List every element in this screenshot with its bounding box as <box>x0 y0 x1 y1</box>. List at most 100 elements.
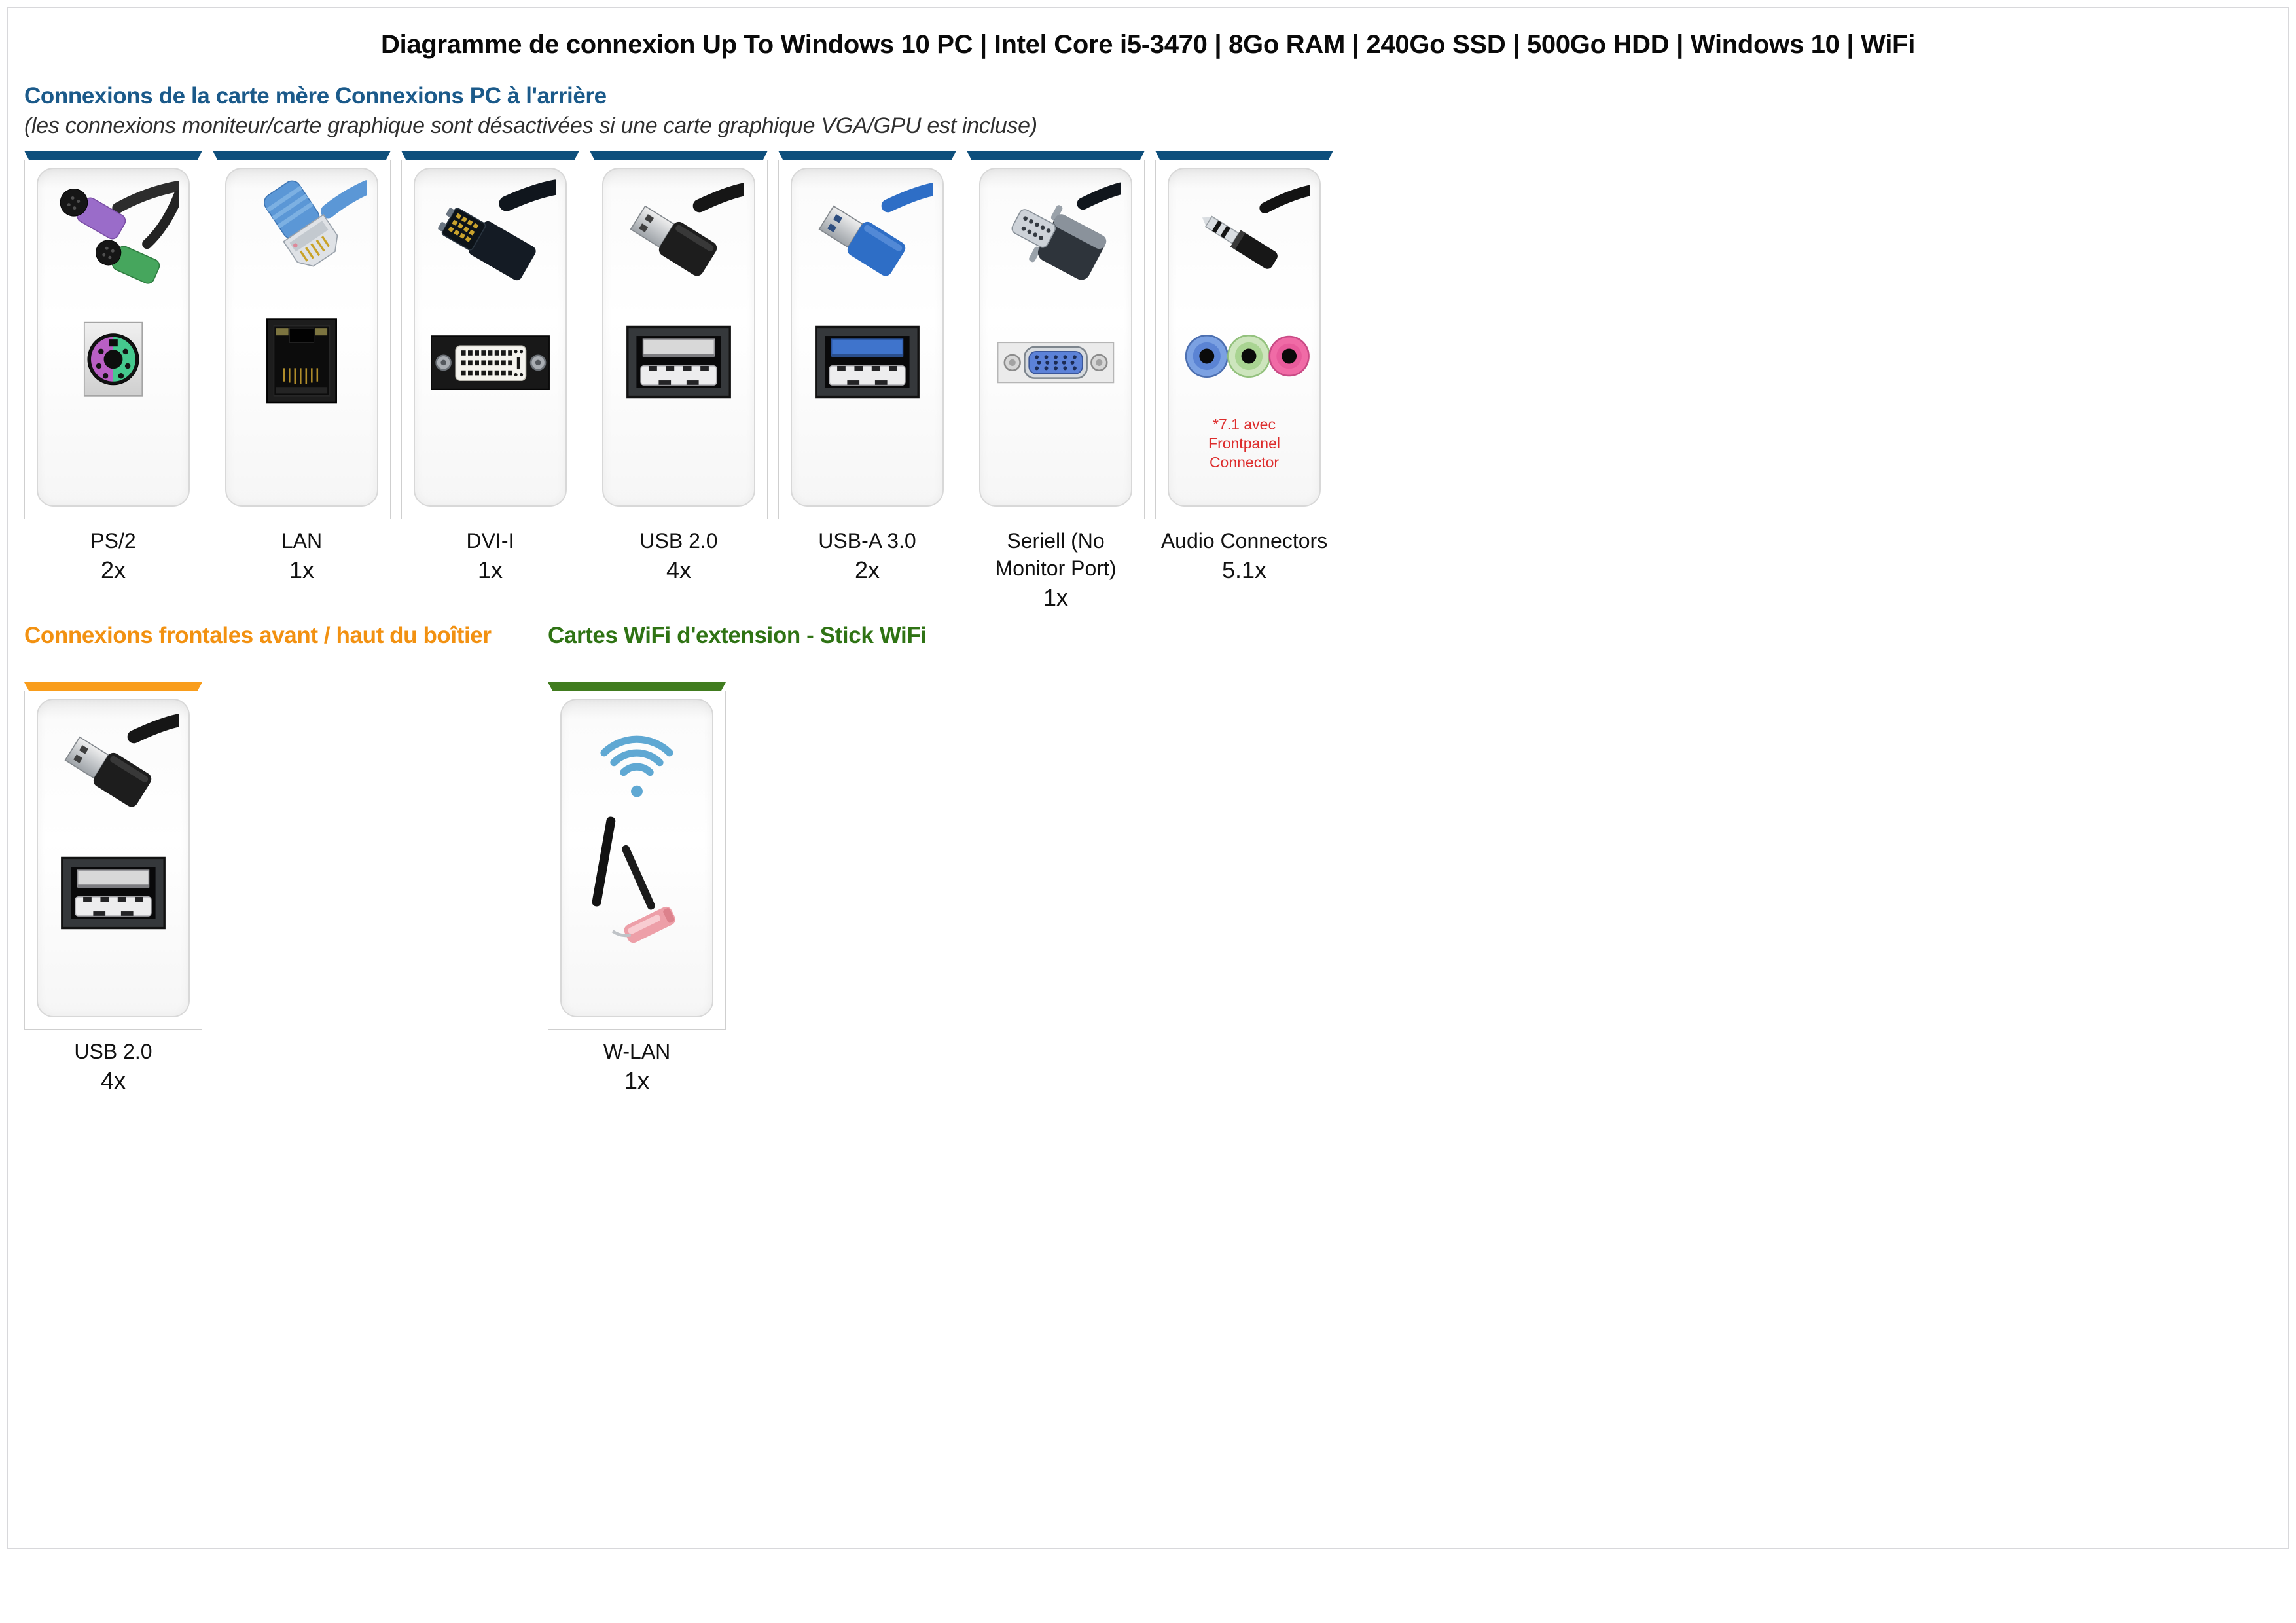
ps2-port-icon <box>46 313 180 411</box>
card-count: 2x <box>854 556 880 583</box>
card-count: 5.1x <box>1221 556 1267 583</box>
port-card <box>213 151 391 519</box>
port-card-column: LAN 1x <box>213 151 391 585</box>
port-card <box>548 682 726 1030</box>
card-accent-bar <box>24 682 202 691</box>
card-count: 1x <box>289 556 315 583</box>
connector-image-panel <box>979 168 1132 507</box>
port-card <box>778 151 956 519</box>
connector-image-panel: *7.1 avec Frontpanel Connector <box>1168 168 1321 507</box>
port-card-column: USB 2.0 4x <box>590 151 768 585</box>
card-body <box>778 160 956 519</box>
card-body <box>213 160 391 519</box>
connector-image-panel <box>37 699 190 1017</box>
port-card-column: DVI-I 1x <box>401 151 579 585</box>
card-accent-bar <box>213 151 391 160</box>
card-accent-bar <box>548 682 726 691</box>
card-row-front: USB 2.0 4x <box>24 682 492 1096</box>
card-caption: Audio Connectors 5.1x <box>1155 527 1333 585</box>
card-body <box>24 691 202 1030</box>
usb3-plug-icon <box>802 174 933 305</box>
port-card <box>24 151 202 519</box>
connector-image-panel <box>37 168 190 507</box>
port-card: *7.1 avec Frontpanel Connector <box>1155 151 1333 519</box>
card-accent-bar <box>778 151 956 160</box>
connector-image-panel <box>225 168 378 507</box>
card-label: LAN <box>281 529 323 553</box>
usb2-plug-icon <box>48 705 179 836</box>
dvi-plug-icon <box>425 174 556 305</box>
card-accent-bar <box>590 151 768 160</box>
section-heading-wifi: Cartes WiFi d'extension - Stick WiFi <box>548 623 927 648</box>
port-card-column: USB 2.0 4x <box>24 682 202 1096</box>
section-subheading-rear: (les connexions moniteur/carte graphique… <box>24 113 1037 138</box>
card-label: DVI-I <box>466 529 514 553</box>
card-count: 1x <box>1043 584 1069 611</box>
connector-image-panel <box>602 168 755 507</box>
card-caption: Seriell (No Monitor Port) 1x <box>967 527 1145 613</box>
dsub-port-icon <box>989 313 1122 411</box>
section-heading-rear: Connexions de la carte mère Connexions P… <box>24 83 607 109</box>
port-card-column: USB-A 3.0 2x <box>778 151 956 585</box>
card-body: *7.1 avec Frontpanel Connector <box>1155 160 1333 519</box>
card-caption: W-LAN 1x <box>548 1038 726 1096</box>
card-row-wifi: W-LAN 1x <box>548 682 927 1096</box>
serial-plug-icon <box>990 174 1121 305</box>
usb2-port-icon <box>612 313 745 411</box>
rj45-port-icon <box>235 313 368 411</box>
card-count: 1x <box>624 1067 650 1094</box>
wifi-stick-icon <box>576 812 698 958</box>
port-card-column: Seriell (No Monitor Port) 1x <box>967 151 1145 613</box>
card-body <box>548 691 726 1030</box>
card-accent-bar <box>24 151 202 160</box>
section-wifi-extension: Cartes WiFi d'extension - Stick WiFi W-L… <box>548 621 927 1096</box>
port-card <box>590 151 768 519</box>
usb2-plug-icon <box>613 174 744 305</box>
section-rear-connections: Connexions de la carte mère Connexions P… <box>24 81 1344 613</box>
card-accent-bar <box>401 151 579 160</box>
card-caption: LAN 1x <box>213 527 391 585</box>
port-card <box>24 682 202 1030</box>
card-body <box>401 160 579 519</box>
card-caption: USB 2.0 4x <box>24 1038 202 1096</box>
card-note: *7.1 avec Frontpanel Connector <box>1208 416 1280 471</box>
card-accent-bar <box>967 151 1145 160</box>
card-body <box>24 160 202 519</box>
card-count: 4x <box>100 1067 126 1094</box>
section-heading-front: Connexions frontales avant / haut du boî… <box>24 623 492 648</box>
card-label: Audio Connectors <box>1160 529 1328 553</box>
card-caption: USB-A 3.0 2x <box>778 527 956 585</box>
usb2-port-icon <box>46 844 180 942</box>
connector-image-panel <box>791 168 944 507</box>
card-label: W-LAN <box>603 1040 671 1063</box>
card-body <box>967 160 1145 519</box>
card-caption: USB 2.0 4x <box>590 527 768 585</box>
card-label: Seriell (No Monitor Port) <box>995 529 1117 580</box>
section-front-connections: Connexions frontales avant / haut du boî… <box>24 621 492 1096</box>
card-label: USB 2.0 <box>639 529 718 553</box>
audio-ports-icon <box>1175 313 1314 399</box>
audio-jack-plug-icon <box>1179 174 1310 305</box>
rj45-plug-icon <box>236 174 367 305</box>
port-card <box>967 151 1145 519</box>
card-accent-bar <box>1155 151 1333 160</box>
connector-image-panel <box>414 168 567 507</box>
page-title: Diagramme de connexion Up To Windows 10 … <box>380 30 1916 59</box>
card-label: USB 2.0 <box>74 1040 152 1063</box>
card-count: 4x <box>666 556 692 583</box>
card-count: 1x <box>477 556 503 583</box>
connector-image-panel <box>560 699 713 1017</box>
card-caption: DVI-I 1x <box>401 527 579 585</box>
port-card <box>401 151 579 519</box>
wifi-signal-icon <box>583 706 691 806</box>
card-label: USB-A 3.0 <box>818 529 916 553</box>
card-label: PS/2 <box>90 529 136 553</box>
port-card-column: W-LAN 1x <box>548 682 726 1096</box>
usb3-port-icon <box>800 313 934 411</box>
card-body <box>590 160 768 519</box>
dvi-port-icon <box>423 313 557 411</box>
